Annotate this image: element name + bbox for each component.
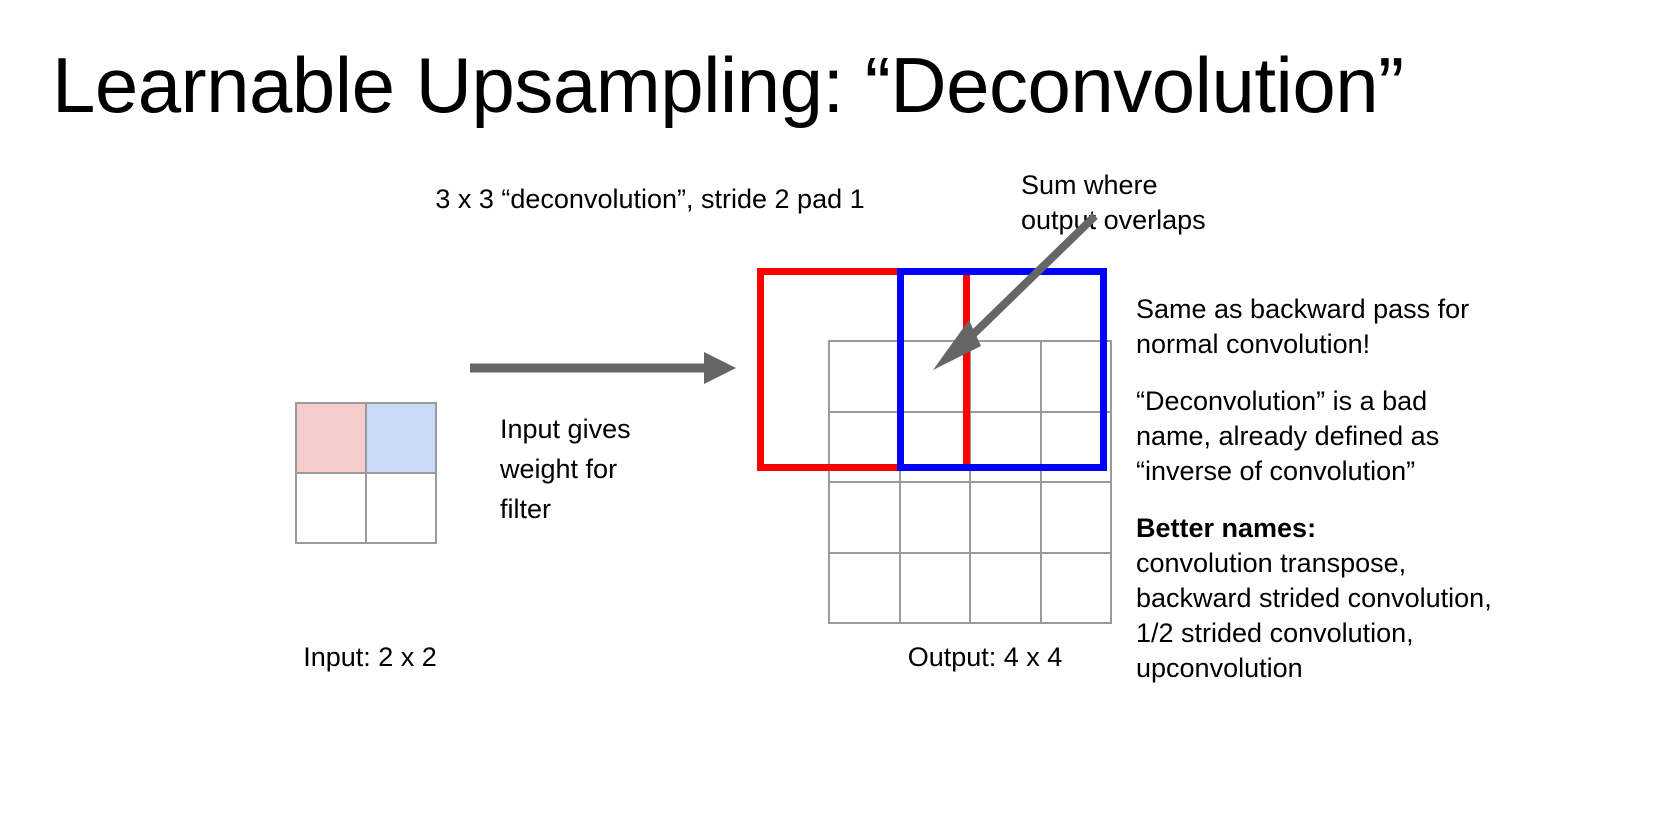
explanation-column: Same as backward pass for normal convolu…: [1136, 292, 1586, 686]
input-to-output-arrow-icon: [470, 352, 736, 384]
sum-overlap-label: Sum where output overlaps: [1021, 168, 1321, 238]
note-backward-pass: Same as backward pass for normal convolu…: [1136, 292, 1586, 362]
input-cell-1-0: [297, 474, 367, 544]
note-bad-name: “Deconvolution” is a bad name, already d…: [1136, 384, 1586, 489]
sum-overlap-line-1: Sum where: [1021, 170, 1158, 200]
red-filter-box: [757, 268, 970, 471]
better-names-item-4: upconvolution: [1136, 653, 1303, 683]
output-cell-3-3: [1041, 553, 1112, 624]
output-cell-0-1: [900, 342, 971, 413]
note-backward-pass-line-1: Same as backward pass for: [1136, 294, 1470, 324]
better-names-item-3: 1/2 strided convolution,: [1136, 618, 1414, 648]
output-grid: [828, 340, 1112, 624]
output-cell-1-3: [1041, 412, 1112, 483]
output-cell-1-2: [971, 412, 1042, 483]
output-cell-2-1: [900, 483, 971, 554]
output-cell-3-1: [900, 553, 971, 624]
input-cell-1-1: [367, 474, 437, 544]
output-cell-3-0: [830, 553, 901, 624]
input-cell-0-1: [367, 404, 437, 474]
deconvolution-caption: 3 x 3 “deconvolution”, stride 2 pad 1: [435, 184, 865, 214]
input-grid: [295, 402, 437, 544]
output-size-caption: Output: 4 x 4: [907, 642, 1063, 672]
sum-overlap-arrow-icon: [933, 213, 1098, 370]
input-gives-weight-label: Input gives weight for filter: [500, 409, 720, 529]
blue-filter-box: [897, 268, 1107, 471]
note-bad-name-line-2: name, already defined as: [1136, 421, 1440, 451]
note-backward-pass-line-2: normal convolution!: [1136, 329, 1371, 359]
page-title: Learnable Upsampling: “Deconvolution”: [52, 41, 1404, 129]
sum-overlap-line-2: output overlaps: [1021, 205, 1206, 235]
input-gives-line-1: Input gives: [500, 414, 631, 444]
output-cell-3-2: [971, 553, 1042, 624]
output-cell-2-3: [1041, 483, 1112, 554]
output-cell-2-0: [830, 483, 901, 554]
output-cell-1-1: [900, 412, 971, 483]
output-cell-2-2: [971, 483, 1042, 554]
input-gives-line-3: filter: [500, 494, 552, 524]
input-cell-0-0: [297, 404, 367, 474]
better-names-item-2: backward strided convolution,: [1136, 583, 1492, 613]
better-names-item-1: convolution transpose,: [1136, 548, 1407, 578]
better-names-heading: Better names:: [1136, 513, 1317, 543]
output-cell-0-2: [971, 342, 1042, 413]
output-cell-0-3: [1041, 342, 1112, 413]
note-bad-name-line-1: “Deconvolution” is a bad: [1136, 386, 1428, 416]
note-better-names: Better names: convolution transpose, bac…: [1136, 511, 1586, 686]
note-bad-name-line-3: “inverse of convolution”: [1136, 456, 1416, 486]
input-size-caption: Input: 2 x 2: [303, 642, 437, 672]
input-gives-line-2: weight for: [500, 454, 618, 484]
